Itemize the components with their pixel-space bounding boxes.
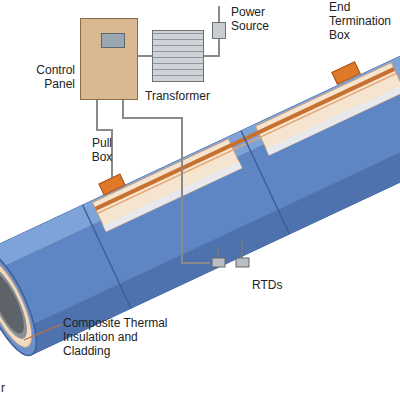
transformer-cabinet: Transformer bbox=[152, 30, 204, 82]
cladding-joint bbox=[83, 205, 131, 308]
node-label: Control Panel bbox=[7, 63, 75, 91]
node-label: Power Source bbox=[231, 5, 279, 33]
rtd-sensor bbox=[236, 258, 249, 267]
pipe-end-insulation bbox=[0, 253, 41, 353]
rtd-group: RTDs bbox=[210, 256, 252, 270]
rtd-sensor bbox=[212, 258, 225, 267]
control-panel: Control Panel bbox=[80, 18, 138, 100]
power-disconnect: Power Source bbox=[212, 22, 226, 39]
pipe-end-cladding bbox=[0, 244, 48, 363]
end-termination-box: End Termination Box bbox=[333, 66, 359, 80]
rtd-lead bbox=[217, 246, 219, 258]
node-label: End Termination Box bbox=[329, 0, 400, 42]
wire-connector bbox=[204, 39, 219, 56]
leader-line bbox=[24, 324, 62, 340]
node-label: RTDs bbox=[252, 278, 292, 292]
supply-wire bbox=[218, 6, 220, 22]
panel-display bbox=[101, 33, 125, 48]
wire-connector bbox=[138, 55, 152, 57]
rtd-lead bbox=[241, 238, 243, 258]
part-label: Composite Thermal Insulation and Claddin… bbox=[63, 316, 175, 358]
pipe-end-wall bbox=[0, 263, 35, 344]
node-label: Pull Box bbox=[82, 136, 122, 164]
node-label: Transformer bbox=[145, 89, 225, 103]
cladding-joint bbox=[241, 131, 289, 234]
pipe-cladding bbox=[0, 40, 400, 355]
pipe-group bbox=[0, 40, 400, 363]
cut-off-label: r bbox=[1, 381, 21, 395]
pipe-end-bore bbox=[0, 269, 30, 337]
pull-box: Pull Box bbox=[100, 178, 124, 191]
wire-connector bbox=[123, 100, 210, 263]
